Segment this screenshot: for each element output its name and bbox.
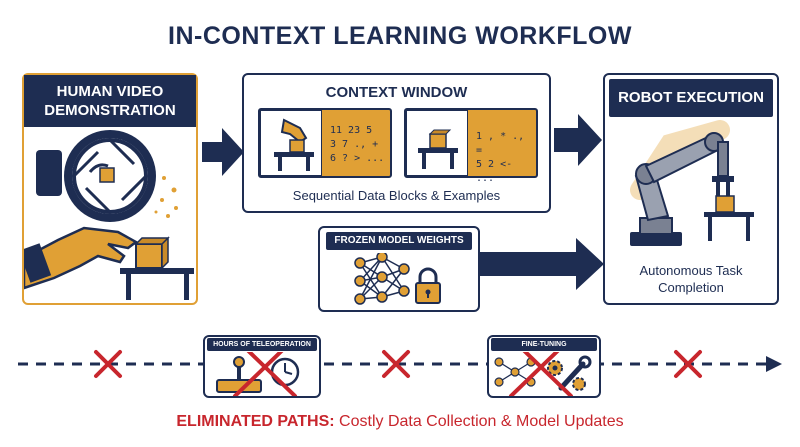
hand-icon: [24, 226, 139, 290]
page-title: IN-CONTEXT LEARNING WORKFLOW: [168, 22, 632, 50]
human-demo-header: HUMAN VIDEO DEMONSTRATION: [24, 75, 196, 127]
code-line: 6 ? > ...: [330, 153, 385, 164]
code-line: 1 , * ., =: [476, 131, 525, 156]
teleoperation-label: HOURS OF TELEOPERATION: [207, 338, 317, 351]
x-mark-icon: [233, 352, 297, 396]
frozen-weights-illustration: [354, 253, 441, 305]
human-demo-title-line1: HUMAN VIDEO: [56, 83, 164, 100]
eliminated-paths-footer: ELIMINATED PATHS: Costly Data Collection…: [0, 413, 800, 431]
eliminated-paths-row: [18, 350, 782, 378]
arrow-human-to-context: [202, 128, 244, 176]
teleoperation-illustration: [216, 352, 300, 396]
robot-arm-illustration: [630, 120, 754, 246]
human-demo-title-line2: DEMONSTRATION: [44, 102, 176, 119]
gear-icon: [547, 360, 563, 376]
context-card-1-image: [260, 110, 322, 176]
fine-tuning-label: FINE-TUNING: [491, 338, 597, 351]
x-mark-icon: [94, 350, 122, 378]
arrow-context-to-robot: [554, 114, 602, 166]
camera-aperture-icon: [36, 130, 156, 222]
robot-arm-icon: [630, 120, 754, 246]
code-line: 3 7 ., +: [330, 139, 379, 150]
robot-execution-caption: Autonomous Task Completion: [603, 262, 779, 296]
context-window-caption: Sequential Data Blocks & Examples: [292, 188, 501, 203]
box-icon: [134, 236, 170, 270]
code-line: 5 2 <- ...: [476, 159, 513, 184]
neural-network-icon: [354, 253, 410, 305]
robot-caption-line2: Completion: [658, 280, 724, 295]
clock-icon: [270, 357, 300, 387]
context-card-1-code: 11 23 5 3 7 ., + 6 ? > ...: [330, 124, 390, 166]
gear-icon: [572, 377, 586, 391]
human-demo-illustration: [24, 130, 194, 300]
context-card-2-code: 1 , * ., = 5 2 <- ...: [476, 130, 536, 186]
dashed-arrow-head: [766, 356, 782, 372]
x-mark-icon: [674, 350, 702, 378]
fine-tuning-illustration: [494, 352, 592, 396]
robot-execution-header: ROBOT EXECUTION: [609, 79, 773, 117]
robot-caption-line1: Autonomous Task: [639, 263, 743, 278]
footer-rest: Costly Data Collection & Model Updates: [334, 413, 624, 430]
footer-bold: ELIMINATED PATHS:: [176, 413, 335, 430]
context-card-2-image: [406, 110, 468, 176]
sparkle-dots: [154, 176, 178, 218]
table-icon: [120, 268, 194, 300]
frozen-weights-header: FROZEN MODEL WEIGHTS: [326, 232, 472, 250]
context-window-title: CONTEXT WINDOW: [325, 84, 468, 101]
wrench-icon: [558, 355, 592, 391]
code-line: 11 23 5: [330, 125, 373, 136]
x-mark-icon: [509, 352, 573, 396]
x-mark-icon: [382, 350, 410, 378]
arrow-weights-to-robot: [480, 238, 604, 290]
neural-network-icon: [494, 357, 536, 387]
lock-icon: [415, 267, 441, 304]
